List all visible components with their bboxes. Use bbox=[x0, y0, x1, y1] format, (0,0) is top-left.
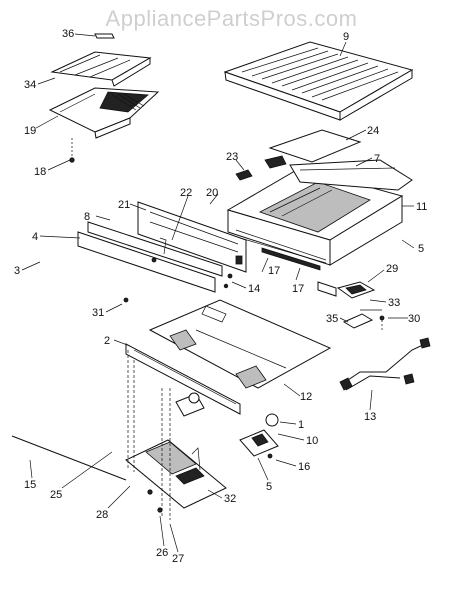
callout-labels: 36 34 19 18 9 24 23 7 11 5 17 17 20 22 2… bbox=[14, 28, 427, 565]
callout-27: 27 bbox=[172, 553, 184, 565]
callout-24: 24 bbox=[367, 125, 379, 137]
callout-32: 32 bbox=[224, 493, 236, 505]
callout-10: 10 bbox=[306, 435, 318, 447]
part-12-base-panel bbox=[148, 299, 332, 389]
part-32-control-board bbox=[125, 439, 227, 513]
callout-5b: 5 bbox=[266, 481, 272, 493]
part-33-35-clips bbox=[342, 309, 385, 332]
callout-15: 15 bbox=[24, 479, 36, 491]
callout-4: 4 bbox=[32, 231, 38, 243]
callout-29: 29 bbox=[386, 263, 398, 275]
callout-12: 12 bbox=[300, 391, 312, 403]
part-1-10-lamp bbox=[175, 392, 279, 427]
callout-8: 8 bbox=[84, 211, 90, 223]
callout-7: 7 bbox=[374, 153, 380, 165]
part-34-shelf-cover bbox=[50, 51, 152, 87]
part-29-bracket bbox=[336, 281, 376, 299]
callout-11: 11 bbox=[416, 201, 427, 213]
callout-36: 36 bbox=[62, 28, 74, 40]
callout-17a: 17 bbox=[268, 265, 280, 277]
watermark: AppliancePartsPros.com bbox=[105, 6, 358, 31]
main-frame-housing bbox=[226, 155, 413, 297]
part-9-top-plate bbox=[223, 41, 414, 121]
callout-3: 3 bbox=[14, 265, 20, 277]
part-5-16-thermostat bbox=[239, 429, 279, 459]
callout-17b: 17 bbox=[292, 283, 304, 295]
callout-21: 21 bbox=[118, 199, 130, 211]
callout-14: 14 bbox=[248, 283, 260, 295]
callout-13: 13 bbox=[364, 411, 376, 423]
callout-26: 26 bbox=[156, 547, 168, 559]
callout-19: 19 bbox=[24, 125, 36, 137]
callout-5a: 5 bbox=[418, 243, 424, 255]
part-23-label bbox=[235, 169, 253, 181]
callout-35: 35 bbox=[326, 313, 338, 325]
callout-23: 23 bbox=[226, 151, 238, 163]
callout-34: 34 bbox=[24, 79, 36, 91]
leader-lines bbox=[21, 33, 415, 553]
callout-2: 2 bbox=[104, 335, 110, 347]
part-2-bracket bbox=[125, 343, 241, 415]
callout-18: 18 bbox=[34, 166, 46, 178]
callout-28: 28 bbox=[96, 509, 108, 521]
callout-16: 16 bbox=[298, 461, 310, 473]
part-19-air-tray bbox=[48, 87, 160, 139]
callout-30: 30 bbox=[408, 313, 420, 325]
callout-20: 20 bbox=[206, 187, 218, 199]
callout-31: 31 bbox=[92, 307, 104, 319]
part-18-screw bbox=[69, 138, 75, 163]
part-36-clip bbox=[94, 33, 115, 39]
callout-22: 22 bbox=[180, 187, 192, 199]
callout-1: 1 bbox=[298, 419, 304, 431]
callout-25: 25 bbox=[50, 489, 62, 501]
part-13-wire-harness bbox=[339, 337, 431, 391]
callout-33: 33 bbox=[388, 297, 400, 309]
part-24-gasket bbox=[268, 129, 362, 163]
part-15-rod bbox=[11, 350, 171, 520]
front-trim-assembly bbox=[77, 201, 247, 303]
callout-9: 9 bbox=[343, 31, 349, 43]
